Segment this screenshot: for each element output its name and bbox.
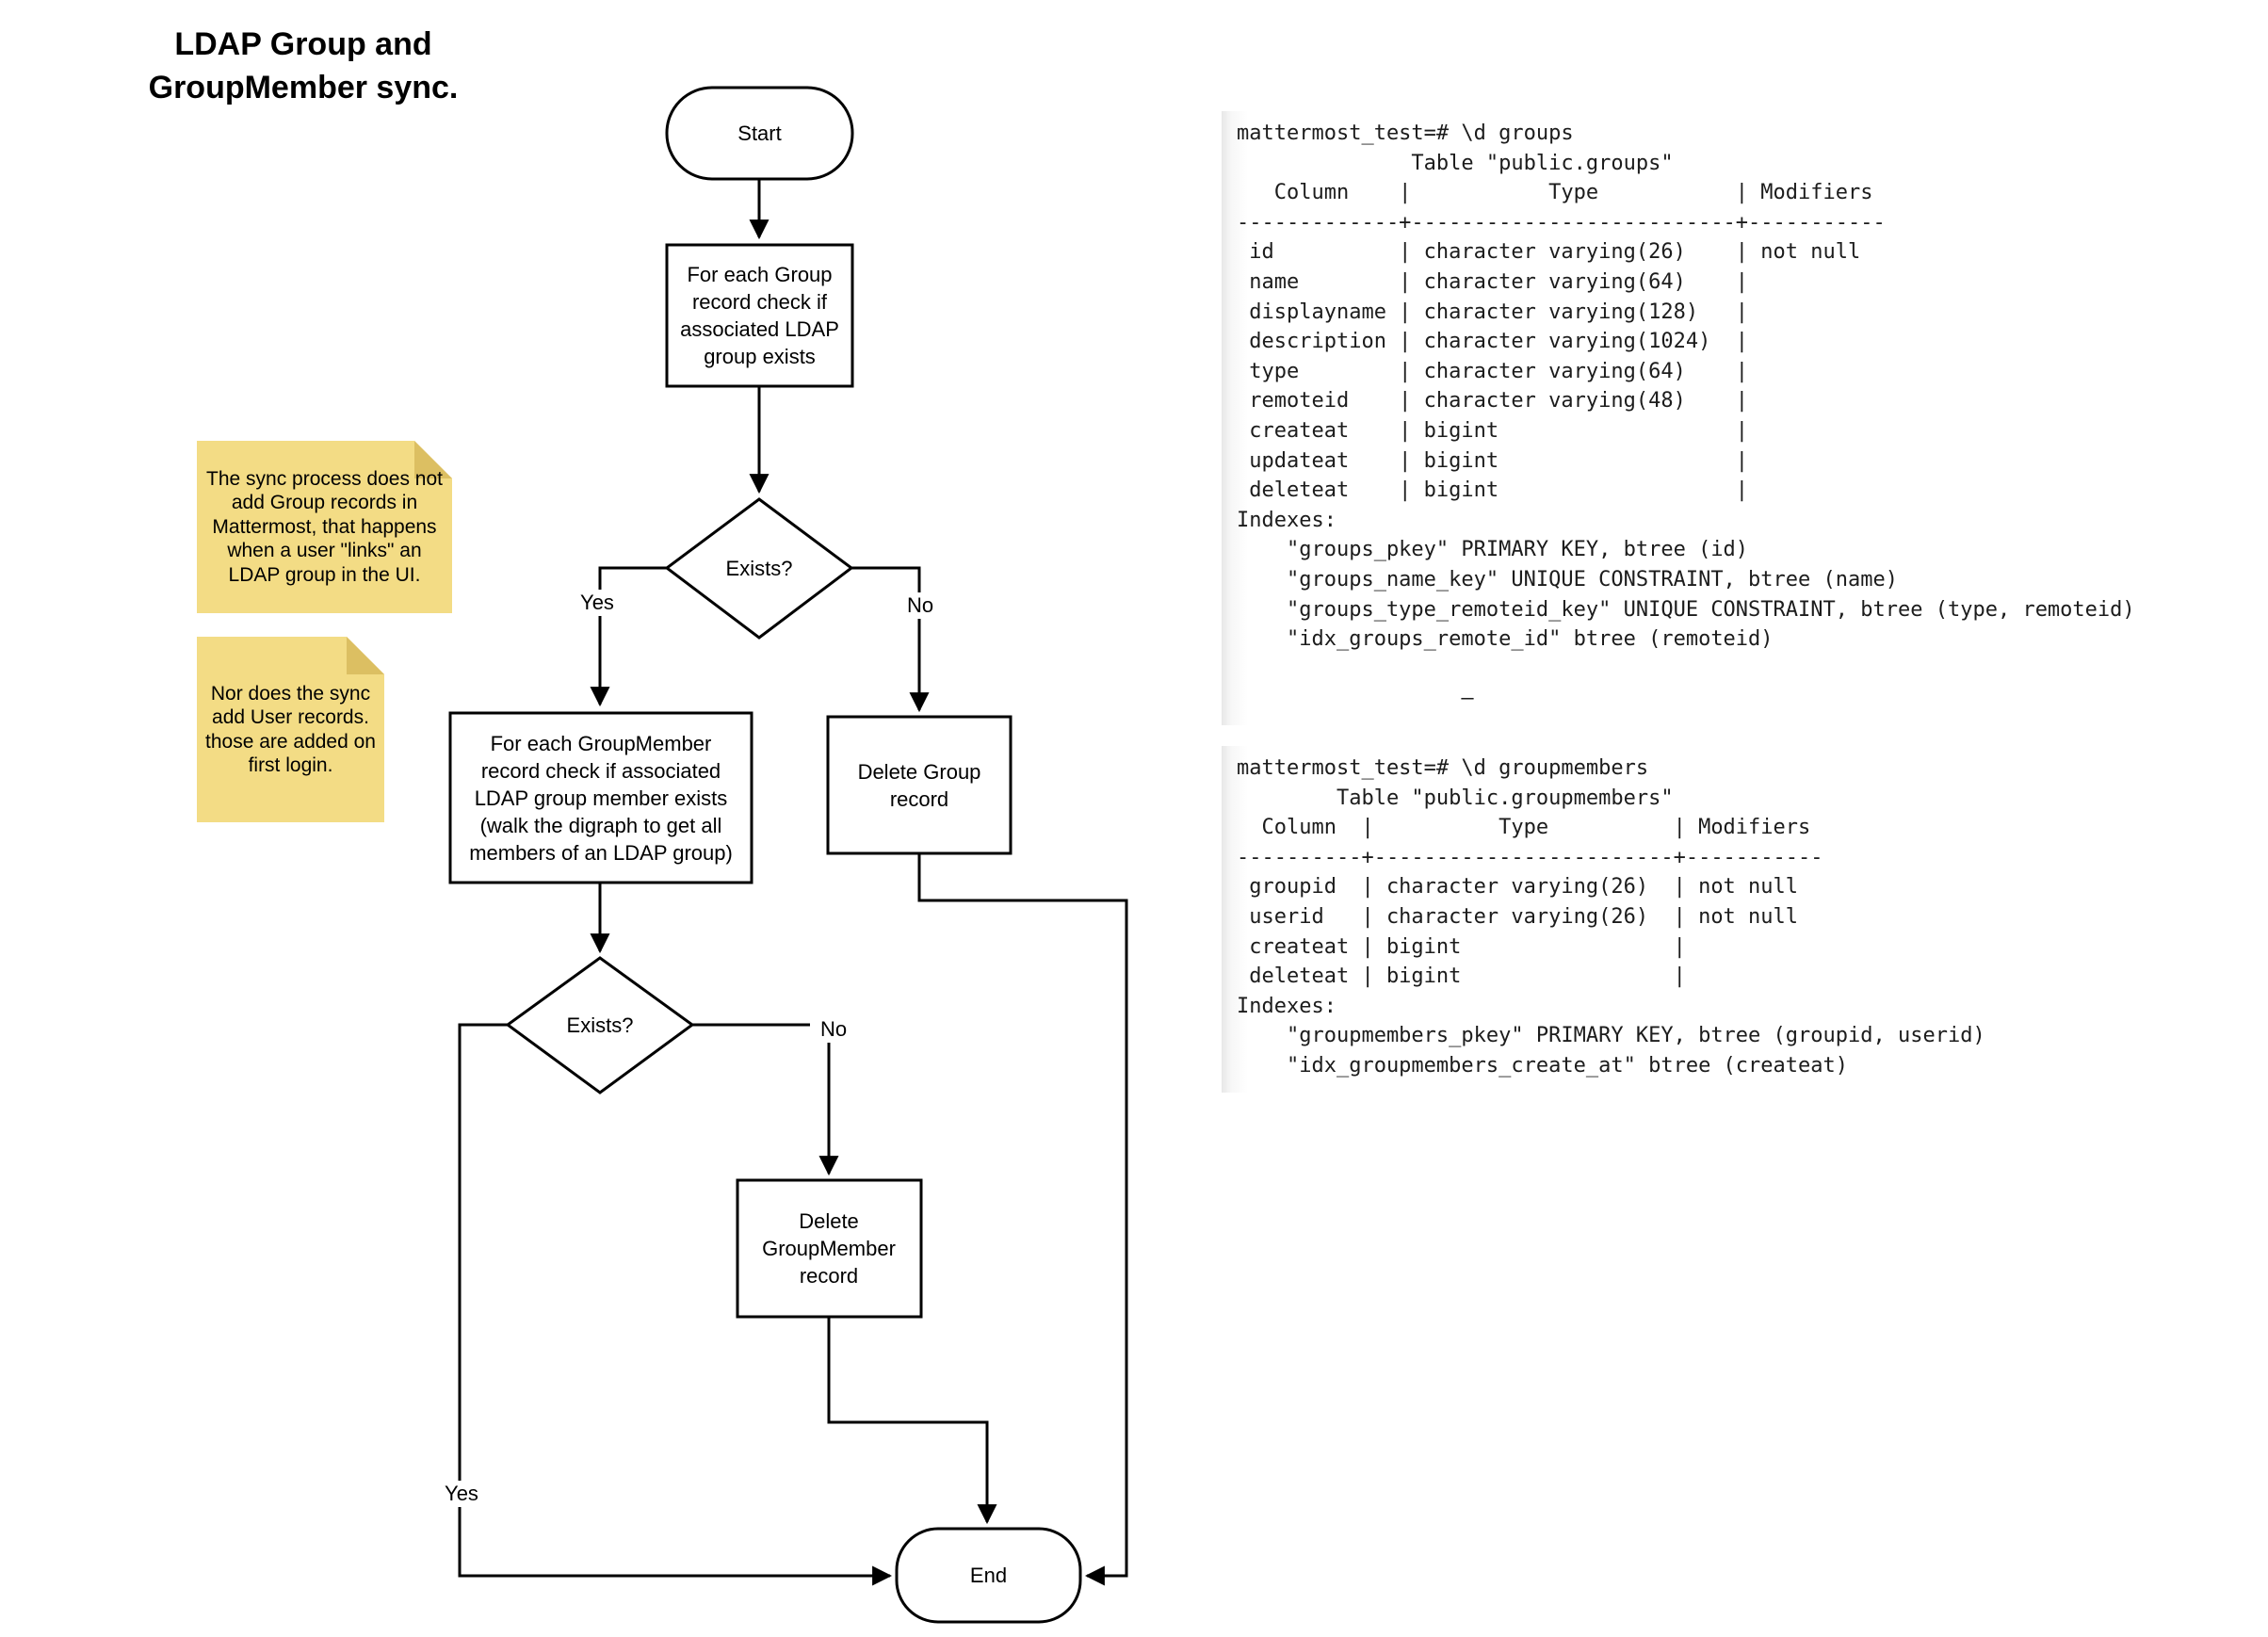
sticky-note-group-sync: The sync process does not add Group reco… (197, 441, 452, 613)
diagram-title-line1: LDAP Group and (174, 26, 432, 62)
edge-exists1-yes (590, 566, 667, 707)
edge-exists1-no (851, 566, 930, 713)
psql-groups-table-text: mattermost_test=# \d groups Table "publi… (1237, 122, 2135, 711)
delete-group-node-shape (826, 715, 1012, 855)
exists1-diamond-shape (664, 497, 854, 640)
delete-group-node-label: Delete Group record (857, 759, 981, 811)
delete-member-node-label: Delete GroupMember record (762, 1209, 896, 1288)
delete-member-node-shape (736, 1178, 923, 1319)
edge-delete-group-to-end (917, 853, 1128, 1586)
exists1-yes-label: Yes (571, 590, 624, 616)
sticky-note-group-sync-text: The sync process does not add Group reco… (206, 467, 443, 586)
sticky-note-user-sync: Nor does the sync add User records. thos… (197, 637, 384, 822)
start-node-shape (665, 86, 854, 181)
psql-groupmembers-table-output: mattermost_test=# \d groupmembers Table … (1222, 746, 2001, 1093)
edge-exists2-no (692, 1023, 839, 1176)
end-node-shape (895, 1527, 1082, 1624)
exists1-diamond-label: Exists? (725, 557, 793, 580)
edge-delete-member-to-end (827, 1317, 997, 1525)
sticky-note-user-sync-text: Nor does the sync add User records. thos… (205, 682, 376, 777)
psql-groups-table-output: mattermost_test=# \d groups Table "publi… (1222, 111, 2150, 725)
check-member-node-shape (448, 711, 753, 884)
check-group-node-label: For each Group record check if associate… (680, 263, 839, 368)
exists2-diamond-label: Exists? (566, 1013, 634, 1037)
check-group-node-shape (665, 243, 854, 388)
check-member-node-label: For each GroupMember record check if ass… (469, 731, 733, 865)
diagram-title: LDAP Group and GroupMember sync. (141, 23, 465, 109)
exists1-no-label: No (897, 592, 944, 619)
psql-groupmembers-table-text: mattermost_test=# \d groupmembers Table … (1237, 756, 1985, 1078)
exists2-no-label: No (810, 1016, 857, 1043)
diagram-title-line2: GroupMember sync. (148, 70, 459, 105)
end-node-label: End (969, 1564, 1008, 1587)
edge-exists2-yes (458, 1023, 893, 1586)
start-node-label: Start (737, 122, 782, 145)
exists2-diamond-shape (505, 956, 695, 1094)
sticky-note-paper (197, 441, 452, 613)
exists2-yes-label: Yes (435, 1481, 488, 1507)
